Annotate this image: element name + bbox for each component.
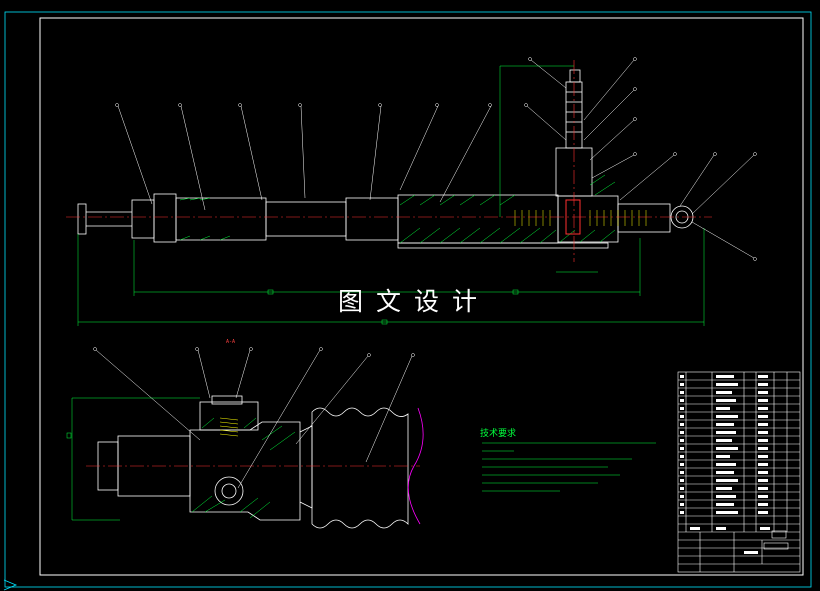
watermark-title: 图文设计: [338, 287, 491, 316]
break-line: [407, 407, 424, 525]
parts-list-text-marks: [680, 375, 770, 554]
section-label: A-A: [226, 339, 236, 345]
callout-leaders-top: [115, 57, 757, 261]
callout-leaders-lower: [93, 347, 415, 489]
corner-arrow-icon: [3, 579, 18, 591]
technical-requirements-title: 技术要求: [480, 429, 517, 439]
section-view: [97, 395, 409, 529]
parts-list: [677, 371, 801, 573]
outer-frame: [4, 11, 812, 588]
rack-teeth: [514, 210, 647, 226]
inner-frame: [39, 17, 804, 576]
spring: [219, 417, 239, 437]
section-dimensions: [66, 397, 200, 521]
section-hatching-lower: [191, 417, 296, 519]
main-assembly-view: [77, 69, 694, 249]
dimension-lines: [77, 65, 705, 326]
section-hatching: [179, 174, 616, 244]
technical-notes: [482, 442, 656, 492]
